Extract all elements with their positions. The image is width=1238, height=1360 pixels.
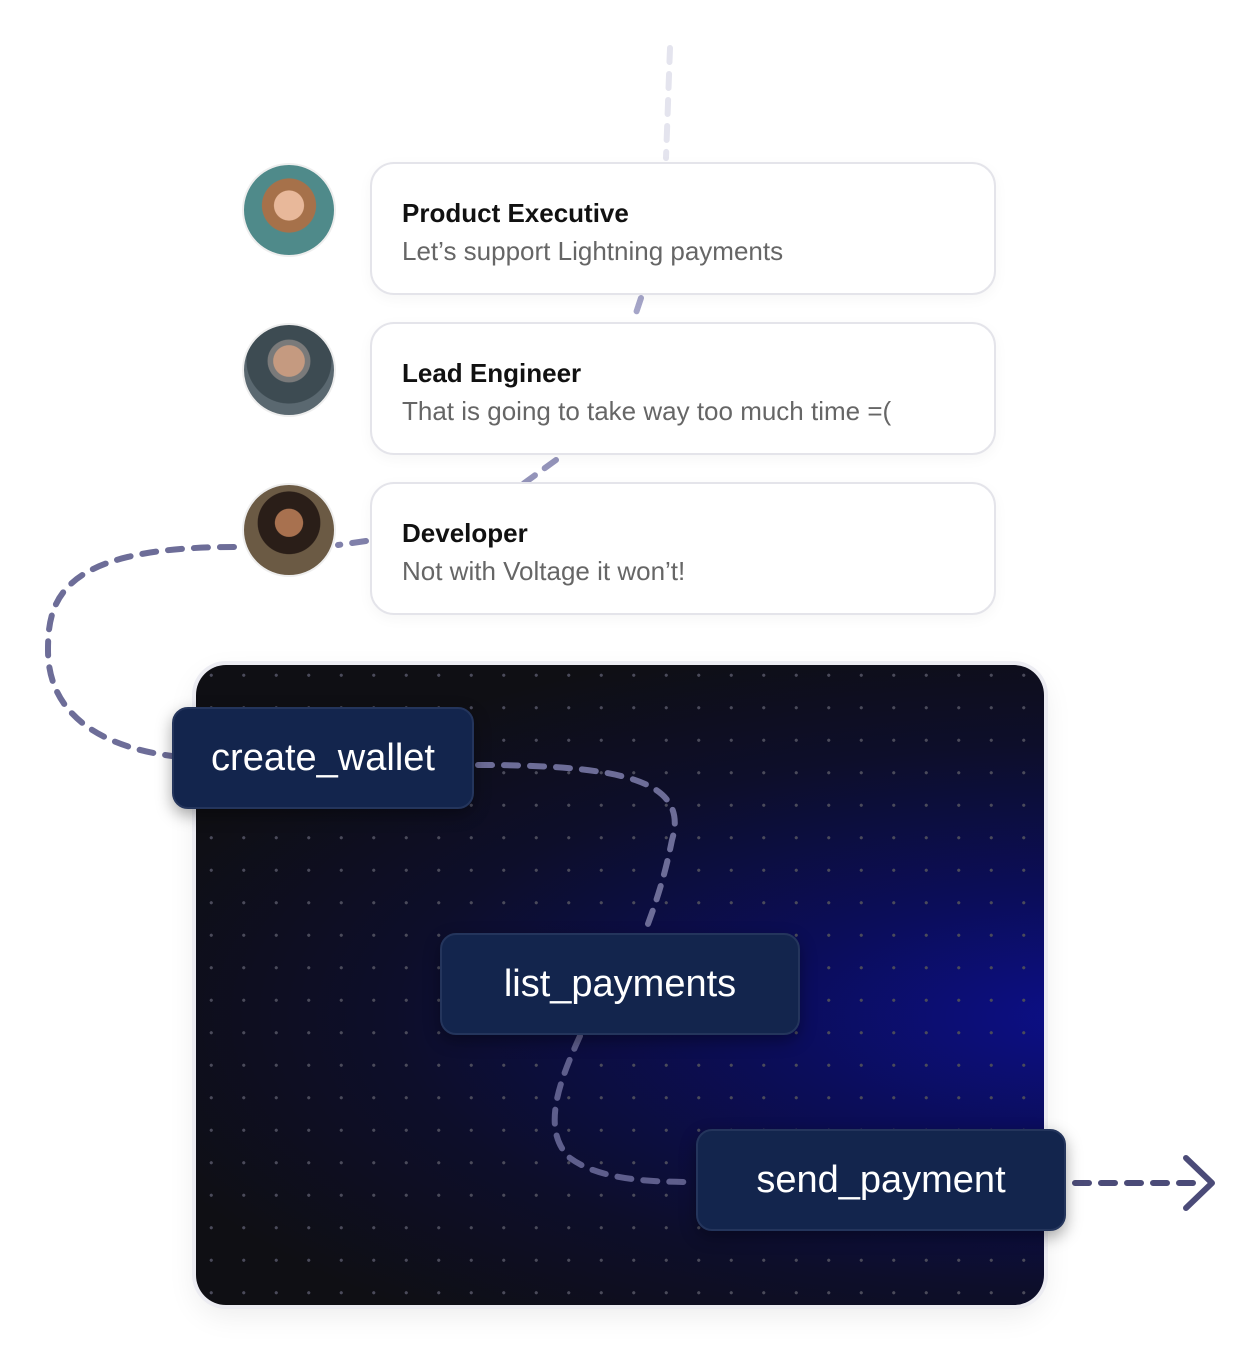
node-send-payment[interactable]: send_payment [696, 1129, 1066, 1231]
avatar-lead-engineer [242, 323, 336, 417]
connector-list-send [551, 1033, 697, 1185]
connector-developer-card [335, 538, 369, 548]
avatar-product-executive [242, 163, 336, 257]
node-list-payments[interactable]: list_payments [440, 933, 800, 1035]
message-text: That is going to take way too much time … [402, 396, 892, 426]
message-role: Developer [402, 518, 528, 548]
avatar-developer [242, 483, 336, 577]
connector-create-list [475, 762, 678, 935]
message-card-lead-engineer: Lead Engineer That is going to take way … [370, 322, 996, 455]
message-card-product-executive: Product Executive Let’s support Lightnin… [370, 162, 996, 295]
connector-engineer-developer [520, 457, 559, 487]
top-connector [663, 45, 673, 161]
message-card-developer: Developer Not with Voltage it won’t! [370, 482, 996, 615]
connector-exec-engineer [630, 295, 644, 325]
node-create-wallet[interactable]: create_wallet [172, 707, 474, 809]
message-role: Lead Engineer [402, 358, 582, 388]
message-text: Not with Voltage it won’t! [402, 556, 686, 586]
message-text: Let’s support Lightning payments [402, 236, 784, 266]
connector-developer-create-wallet [44, 544, 237, 759]
message-role: Product Executive [402, 198, 629, 228]
arrow-right-icon [1183, 1155, 1215, 1211]
